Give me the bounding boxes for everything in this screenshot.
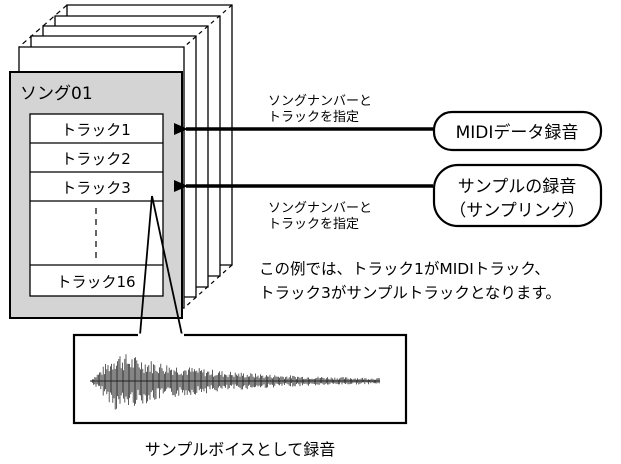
midi-record-label: MIDIデータ録音 xyxy=(456,122,579,143)
track-1-label: トラック1 xyxy=(61,121,131,139)
sample-record-box xyxy=(432,163,603,228)
arrow-label-bottom-line1: ソングナンバーと xyxy=(268,201,372,216)
note-line2: トラック3がサンプルトラックとなります。 xyxy=(259,284,561,302)
sample-record-line1: サンプルの録音 xyxy=(458,177,577,197)
arrow-label-bottom-line2: トラックを指定 xyxy=(268,217,359,232)
midi-record-box xyxy=(432,110,603,152)
note-line1: この例では、トラック1がMIDIトラック、 xyxy=(259,260,550,278)
sample-record-line2: （サンプリング） xyxy=(449,201,585,221)
stack-dashes xyxy=(18,4,233,309)
track-list xyxy=(29,113,164,297)
arrow-label-top-line1: ソングナンバーと xyxy=(268,94,372,109)
sample-waveform xyxy=(90,354,380,410)
waveform-caption: サンプルボイスとして録音 xyxy=(145,440,336,459)
callout-line-right xyxy=(151,195,183,336)
song-title: ソング01 xyxy=(20,84,93,104)
callout-line-left xyxy=(139,195,153,336)
track-16-label: トラック16 xyxy=(56,273,135,291)
track-3-label: トラック3 xyxy=(61,179,131,197)
arrow-label-top-line2: トラックを指定 xyxy=(268,110,359,125)
track-2-label: トラック2 xyxy=(61,150,131,168)
